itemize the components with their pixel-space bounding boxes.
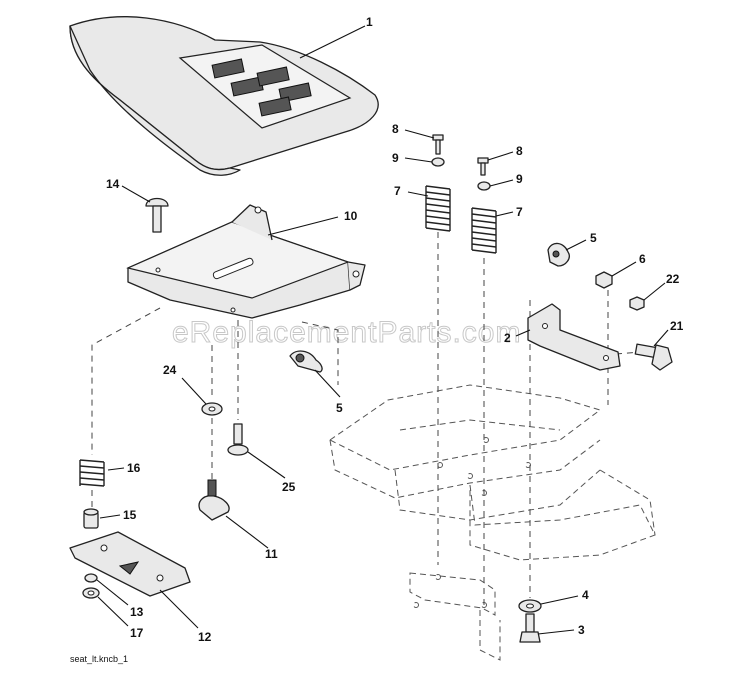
leader-lines: [96, 25, 669, 635]
wing-knob-left: [289, 350, 323, 373]
callout-washer-9-right: 9: [516, 172, 523, 186]
washer-17: [82, 587, 100, 599]
bolt-21: [634, 343, 673, 371]
callout-washer-17: 17: [130, 626, 144, 640]
callout-washer-4: 4: [582, 588, 589, 602]
callout-spring-7-left: 7: [394, 184, 401, 198]
callout-slide-plate-12: 12: [198, 630, 212, 644]
washer-9-left: [431, 157, 445, 167]
callout-seat: 1: [366, 15, 373, 29]
bracket-2: [527, 303, 621, 371]
callout-seat-pan: 10: [344, 209, 358, 223]
callout-nut-6: 6: [639, 252, 646, 266]
washer-24: [201, 402, 223, 416]
callout-shoulder-bolt-25: 25: [282, 480, 296, 494]
callout-labels: 1 10 14 5 24 25 16 15 11 12 13 17 8 9 7 …: [106, 15, 684, 644]
bolt-8-right: [477, 157, 489, 176]
callout-bolt-8-right: 8: [516, 144, 523, 158]
knob-11: [198, 479, 230, 521]
seat-pan: [126, 204, 366, 319]
callout-nut-13: 13: [130, 605, 144, 619]
spring-7-left: [425, 185, 451, 232]
nut-13: [84, 573, 98, 583]
bushing-15: [83, 508, 99, 529]
callout-bolt-21: 21: [670, 319, 684, 333]
bolt-3: [519, 613, 541, 643]
nut-6: [595, 271, 613, 289]
seat: [69, 16, 379, 176]
callout-spring-7-right: 7: [516, 205, 523, 219]
slide-plate: [69, 531, 191, 597]
washer-4: [518, 599, 542, 613]
diagram-caption: seat_lt.kncb_1: [70, 654, 128, 664]
spring-16: [79, 459, 105, 487]
wing-knob-right: [547, 242, 570, 267]
watermark: eReplacementParts.com: [172, 316, 521, 349]
callout-washer-24: 24: [163, 363, 177, 377]
callout-knob-11: 11: [265, 547, 278, 561]
nut-22: [629, 296, 645, 311]
callout-wing-knob-right: 5: [590, 231, 597, 245]
washer-9-right: [477, 181, 491, 191]
callout-carriage-bolt: 14: [106, 177, 120, 191]
callout-bolt-3: 3: [578, 623, 585, 637]
spring-7-right: [471, 207, 497, 254]
callout-nut-22: 22: [666, 272, 680, 286]
callout-washer-9-left: 9: [392, 151, 399, 165]
bolt-8-left: [432, 134, 444, 155]
carriage-bolt: [145, 197, 169, 233]
callout-wing-knob-left: 5: [336, 401, 343, 415]
shoulder-bolt: [227, 423, 249, 456]
callout-bushing-15: 15: [123, 508, 137, 522]
callout-bolt-8-left: 8: [392, 122, 399, 136]
callout-bracket-2: 2: [504, 331, 511, 345]
frame-ghost: [329, 384, 656, 661]
callout-spring-16: 16: [127, 461, 141, 475]
